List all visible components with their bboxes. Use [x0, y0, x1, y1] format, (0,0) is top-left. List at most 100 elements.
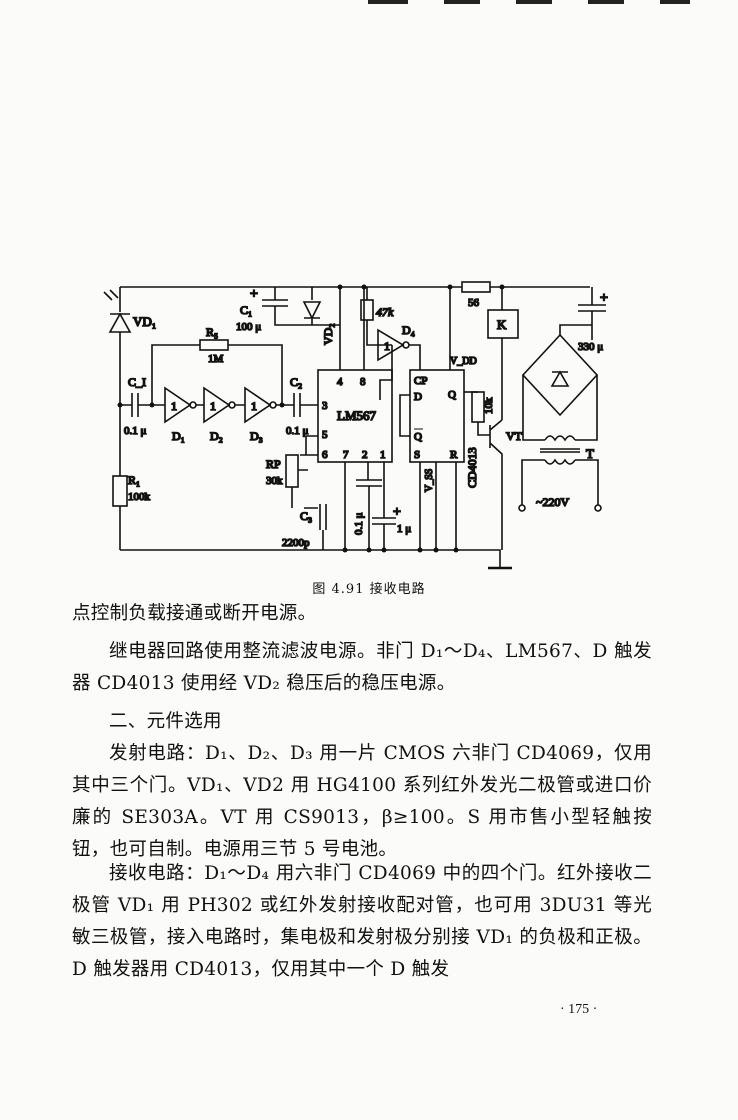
transformer-label: T	[586, 446, 594, 461]
rp-potentiometer	[285, 454, 299, 488]
c330-label: 330 μ	[578, 341, 603, 353]
d4-label: D₄	[402, 323, 415, 337]
r47k-label: 47k	[376, 305, 394, 319]
ci-label: C_I	[128, 375, 146, 389]
vss-label: V_SS	[424, 469, 435, 492]
ac-terminal	[594, 504, 602, 512]
r10k-label: 10k	[483, 397, 495, 414]
c3-capacitor	[304, 504, 327, 550]
vd2-label: VD₂	[321, 323, 335, 345]
vdd-label: V_DD	[450, 356, 477, 367]
relay-label: K	[497, 317, 507, 332]
r1-resistor	[112, 475, 128, 507]
c01-label: 0.1 μ	[353, 513, 365, 536]
vd2-zener	[302, 287, 322, 325]
d-pin: D	[414, 391, 422, 403]
rp-leads	[300, 435, 318, 456]
lm567-lower-leads	[344, 462, 385, 550]
lm567-label: LM567	[337, 408, 377, 423]
bridge-top-lead	[559, 324, 592, 335]
relay-k	[487, 309, 519, 339]
lm567-chip	[317, 369, 393, 463]
header-rule	[516, 0, 552, 4]
pin2: 2	[362, 449, 368, 461]
bridge-diode	[550, 370, 570, 387]
c2-capacitor	[276, 393, 318, 417]
pin1: 1	[380, 449, 386, 461]
r5-resistor	[199, 339, 229, 351]
d3-gate-text: 1	[251, 399, 257, 413]
pin4: 4	[337, 376, 343, 388]
section-heading: 二、元件选用	[109, 711, 222, 732]
d1-label: D₁	[172, 429, 185, 443]
r56-label: 56	[468, 297, 480, 309]
c1-label: C₁	[240, 303, 252, 317]
vd1-label: VD₁	[133, 314, 156, 329]
pin7: 7	[343, 449, 349, 461]
c1-value: 100 μ	[236, 321, 261, 333]
d4-output	[378, 344, 421, 400]
r5-feedback	[151, 344, 283, 405]
c-1u	[372, 505, 396, 550]
pin6: 6	[322, 449, 328, 461]
r56-resistor	[461, 281, 491, 293]
paragraph-continuation: 点控制负载接通或断开电源。	[72, 603, 317, 624]
cd4013-chip	[409, 369, 465, 463]
d2-gate-text: 1	[210, 399, 216, 413]
cd4013-leads	[419, 287, 457, 550]
c1-plus: +	[250, 287, 258, 302]
figure-caption: 图 4.91 接收电路	[312, 582, 426, 597]
ac-leads	[521, 459, 599, 505]
d3-label: D₃	[250, 429, 263, 443]
pin3: 3	[322, 400, 328, 412]
light-arrows	[103, 289, 119, 301]
vd1-diode	[108, 312, 132, 333]
c1u-plus: +	[393, 505, 401, 520]
q-bar-pin: Q	[414, 431, 422, 443]
transformer-secondary	[544, 458, 576, 465]
paragraph-power-supply: 继电器回路使用整流滤波电源。非门 D₁～D₄、LM567、D 触发器 CD401…	[72, 641, 652, 694]
junction-dots	[117, 284, 505, 553]
transformer-primary	[544, 435, 576, 442]
d2-label: D₂	[210, 429, 223, 443]
cp-pin: CP	[414, 375, 427, 387]
r1-label: R₁	[128, 473, 140, 487]
c2-value: 0.1 μ	[286, 425, 309, 437]
r5-value: 1M	[208, 353, 224, 365]
inverter-d1	[160, 386, 192, 424]
rp-value: 30k	[266, 475, 283, 487]
r1-value: 100k	[128, 491, 151, 503]
ci-value: 0.1 μ	[124, 425, 147, 437]
cd4013-label: CD4013	[465, 447, 479, 488]
ac-label: ~220V	[536, 495, 569, 509]
c1-capacitor	[262, 287, 340, 326]
rp-label: RP	[266, 457, 281, 471]
ci-capacitor	[120, 393, 160, 417]
pin8: 8	[360, 376, 366, 388]
d-qbar-feedback	[399, 394, 410, 437]
s-pin: S	[414, 449, 420, 461]
receiver-circuit-diagram: VD₁ R₁ 100k C_I 0.1 μ 1 1 1 D₁ D₂ D₃ R₅ …	[103, 281, 609, 570]
r47k-resistor	[360, 299, 374, 321]
page-number: · 175 ·	[560, 1002, 598, 1017]
header-rule	[588, 0, 624, 4]
inverter-d2	[196, 386, 231, 424]
c330-plus: +	[600, 291, 608, 306]
pin5: 5	[322, 429, 328, 441]
d1-gate-text: 1	[171, 399, 177, 413]
header-rule	[368, 0, 408, 4]
c2-label: C₂	[290, 375, 302, 389]
bridge-rectifier	[521, 333, 599, 417]
paragraph-receiver: 接收电路：D₁～D₄ 用六非门 CD4069 中的四个门。红外接收二极管 VD₁…	[72, 863, 652, 980]
r47k-lower	[366, 320, 378, 346]
header-rule	[660, 0, 690, 4]
ac-terminal	[518, 504, 526, 512]
c1u-label: 1 μ	[397, 523, 411, 535]
c-0p1u	[356, 479, 382, 550]
inverter-d3	[235, 386, 272, 424]
lm567-supply-leads	[339, 287, 365, 370]
ground-rail	[120, 549, 501, 568]
r-pin: R	[450, 449, 458, 461]
bridge-ac-leads	[522, 375, 598, 441]
vt-transistor	[477, 419, 503, 550]
